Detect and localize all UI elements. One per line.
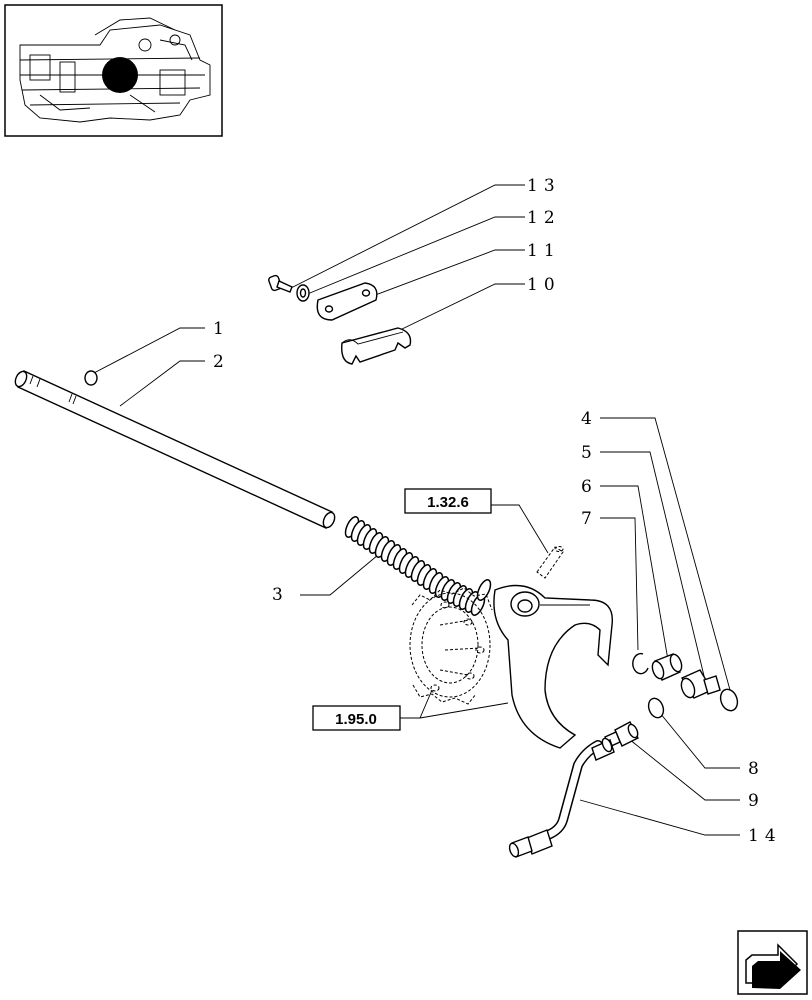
part-11-plate <box>316 282 378 321</box>
reference-box-1-32-6[interactable]: 1.32.6 <box>404 488 492 514</box>
part-4-o-ring <box>719 688 739 712</box>
part-14-pipe <box>508 737 615 858</box>
callout-14: 14 <box>748 826 782 846</box>
part-12-washer <box>296 284 310 302</box>
callout-4: 4 <box>581 409 598 429</box>
callout-8: 8 <box>748 759 765 779</box>
gear-dashed <box>409 587 493 705</box>
pin-dashed <box>536 546 564 579</box>
callout-2: 2 <box>213 352 230 372</box>
part-10-bracket <box>341 327 412 365</box>
leaders-top <box>286 184 525 331</box>
callout-10: 10 <box>527 275 561 295</box>
part-1-o-ring <box>84 370 98 386</box>
leaders-right <box>579 417 740 836</box>
part-2-shaft <box>14 370 336 529</box>
callout-7: 7 <box>581 509 598 529</box>
part-3-spring <box>344 516 492 616</box>
callout-5: 5 <box>581 443 598 463</box>
leaders-left <box>91 327 379 596</box>
shift-fork <box>493 584 614 749</box>
callout-1: 1 <box>213 319 230 339</box>
reference-label: 1.32.6 <box>427 494 469 511</box>
callout-9: 9 <box>748 791 765 811</box>
callout-6: 6 <box>581 477 598 497</box>
next-page-arrow-icon[interactable] <box>737 930 808 995</box>
part-7-snap-ring <box>632 652 649 675</box>
reference-box-1-95-0[interactable]: 1.95.0 <box>312 705 401 731</box>
reference-label: 1.95.0 <box>335 711 377 728</box>
callout-3: 3 <box>272 585 289 605</box>
callout-12: 12 <box>527 208 561 228</box>
locator-thumbnail <box>4 4 223 137</box>
part-6-bushing <box>651 653 683 681</box>
part-8-ring <box>647 697 665 719</box>
callout-13: 13 <box>527 176 561 196</box>
part-13-bolt <box>268 274 293 293</box>
callout-11: 11 <box>527 241 561 261</box>
part-5-fitting <box>680 669 721 699</box>
location-dot <box>102 57 138 93</box>
